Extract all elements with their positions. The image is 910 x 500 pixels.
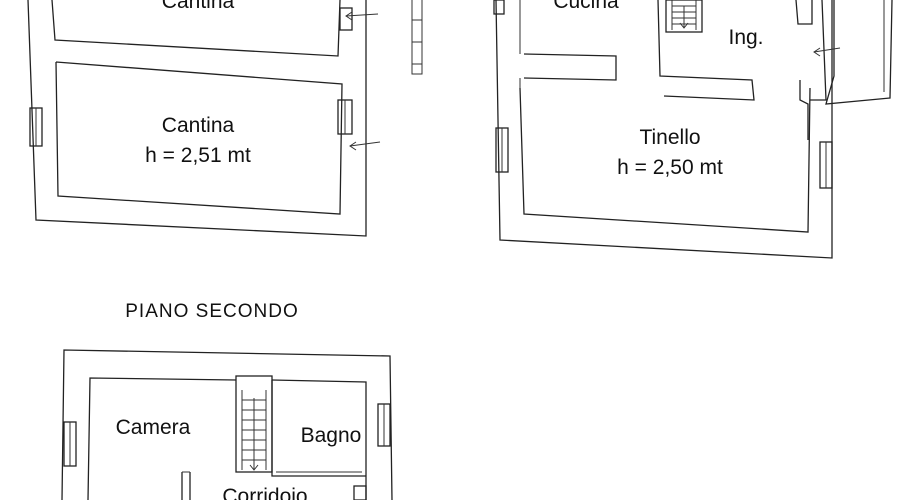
room-label-corridoio: Corridoio — [222, 485, 307, 500]
ground-block — [493, 0, 893, 259]
room-label-cantina-top: Cantina — [162, 0, 235, 13]
room-label-bagno: Bagno — [301, 424, 362, 447]
second-floor-block — [61, 349, 393, 500]
room-label-camera: Camera — [116, 416, 191, 439]
cellar-block — [27, 0, 367, 237]
cellar-height-label: h = 2,51 mt — [145, 144, 251, 167]
cellar-door-arrow-top — [345, 11, 379, 21]
room-label-cucina: Cucina — [553, 0, 619, 13]
room-label-cantina-bottom: Cantina — [162, 114, 235, 137]
room-label-tinello: Tinello — [639, 126, 700, 149]
ground-height-label: h = 2,50 mt — [617, 156, 723, 179]
section-title: PIANO SECONDO — [125, 301, 298, 322]
entrance-door-arrow — [813, 47, 841, 57]
room-label-ing: Ing. — [728, 26, 763, 49]
ladder-symbol — [411, 0, 423, 75]
cellar-door-arrow-bottom — [349, 141, 381, 151]
